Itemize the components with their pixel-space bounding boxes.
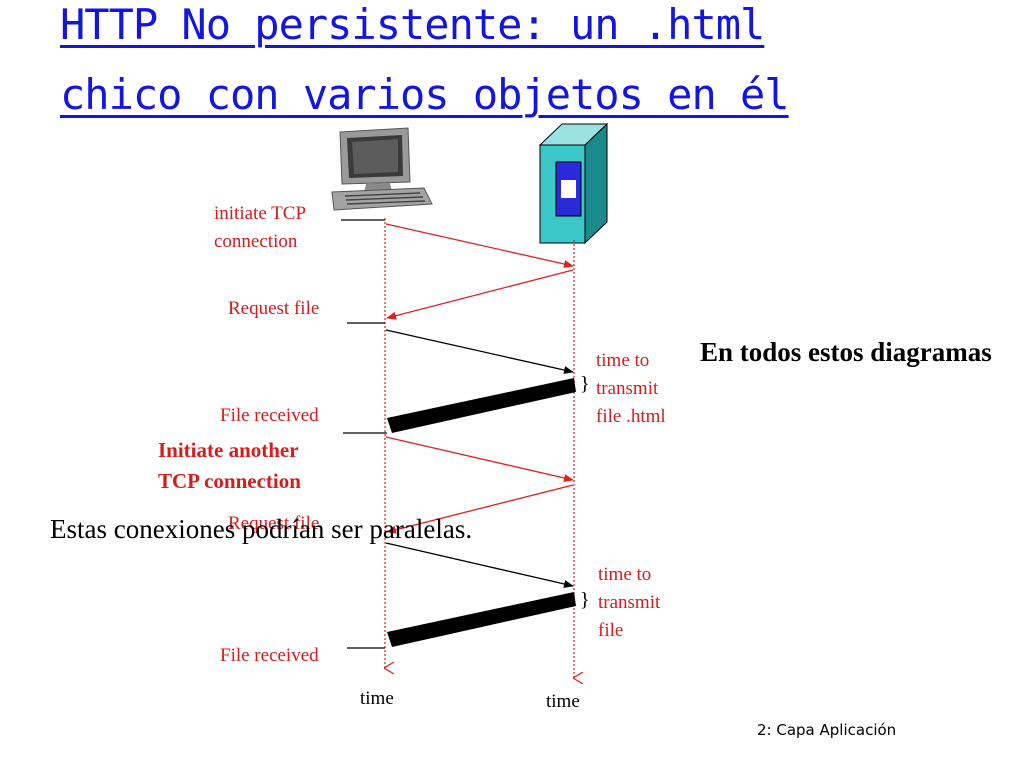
request-arrow-2 [385, 542, 574, 588]
request-file-label-2: Request file [228, 513, 320, 534]
server-time-label: time [546, 691, 580, 712]
tcp-syn-arrow-2 [385, 436, 574, 482]
transmit-bar-2 [387, 592, 576, 647]
tcp-synack-arrow-1 [386, 269, 574, 320]
parallel-connections-note: Estas conexiones podrían ser paralelas. [50, 514, 473, 544]
tcp-syn-arrow-1 [385, 223, 574, 268]
transmit-file-label-line-3: file [598, 620, 624, 641]
transmit-html-label-line-3: file .html [596, 406, 666, 427]
server-tower-icon [538, 122, 609, 245]
transmit-html-label-line-1: time to [596, 350, 650, 371]
file-received-label-2: File received [220, 645, 319, 666]
transmit-file-label-line-1: time to [598, 564, 652, 585]
client-time-label: time [360, 688, 394, 709]
initiate-another-label-line-2: TCP connection [158, 469, 301, 493]
transmit-file-label-line-2: transmit [598, 592, 661, 613]
file-received-label-1: File received [220, 405, 319, 426]
transmit-html-label-line-2: transmit [596, 378, 659, 399]
desktop-computer-icon [331, 127, 433, 211]
slide-title-line-1: HTTP No persistente: un .html [60, 0, 765, 49]
svg-text:}: } [580, 373, 590, 395]
transmit-bar-1 [387, 378, 576, 433]
request-arrow-1 [385, 329, 574, 374]
footer-chapter: 2: Capa Aplicación [757, 721, 897, 739]
initiate-tcp-label-line-2: connection [214, 231, 298, 252]
svg-text:}: } [580, 589, 590, 611]
slide-title-line-2: chico con varios objetos en él [60, 70, 790, 119]
request-file-label-1: Request file [228, 298, 320, 319]
initiate-tcp-label-line-1: initiate TCP [214, 203, 307, 224]
initiate-another-label-line-1: Initiate another [158, 438, 299, 462]
tcp-synack-arrow-2 [386, 484, 574, 534]
side-note: En todos estos diagramas [700, 337, 992, 367]
